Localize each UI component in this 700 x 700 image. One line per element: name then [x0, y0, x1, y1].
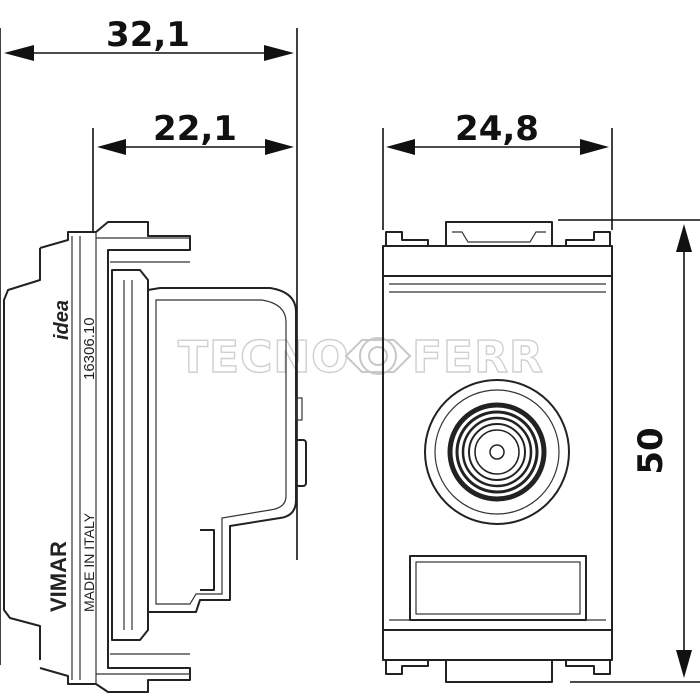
- front-view-top-tab-right: [565, 231, 611, 246]
- origin-label: MADE IN ITALY: [81, 512, 97, 612]
- front-view-top-clip: [445, 221, 553, 246]
- side-view-inner-frame: [111, 269, 149, 641]
- side-view-body: [147, 287, 297, 613]
- side-view: idea 16306.10 VIMAR MADE IN ITALY: [3, 221, 307, 693]
- watermark-text-left: TECNO: [178, 332, 350, 383]
- side-view-frame: [39, 221, 191, 693]
- watermark: TECNO FERR: [177, 331, 544, 383]
- dimension-label-width: 24,8: [455, 109, 539, 149]
- brand-logo: VIMAR: [46, 541, 71, 612]
- side-view-pin: [295, 439, 307, 487]
- dimension-label-body-depth: 22,1: [153, 109, 237, 149]
- front-view-bottom-tab-right: [565, 660, 611, 675]
- dimension-width: 24,8: [382, 109, 613, 230]
- coax-socket-icon: [424, 379, 570, 525]
- dimension-body-depth: 22,1: [92, 109, 294, 232]
- front-view-bottom-tab-left: [385, 660, 429, 675]
- front-view-label-window: [409, 555, 587, 621]
- dimension-height: 50: [558, 219, 700, 683]
- dimension-label-height: 50: [631, 427, 671, 474]
- watermark-nut-logo: [344, 337, 412, 375]
- dimension-label-overall-depth: 32,1: [106, 15, 190, 55]
- watermark-text-right: FERR: [412, 332, 544, 383]
- side-view-left-clip: [3, 248, 41, 660]
- product-code: 16306.10: [81, 317, 98, 380]
- front-view-frame: [382, 245, 613, 661]
- front-view-bottom-clip: [445, 660, 553, 683]
- side-view-lower-tab: [200, 529, 215, 591]
- front-view-top-tab-left: [385, 231, 429, 246]
- front-view: [382, 221, 613, 683]
- series-logo: idea: [51, 300, 73, 340]
